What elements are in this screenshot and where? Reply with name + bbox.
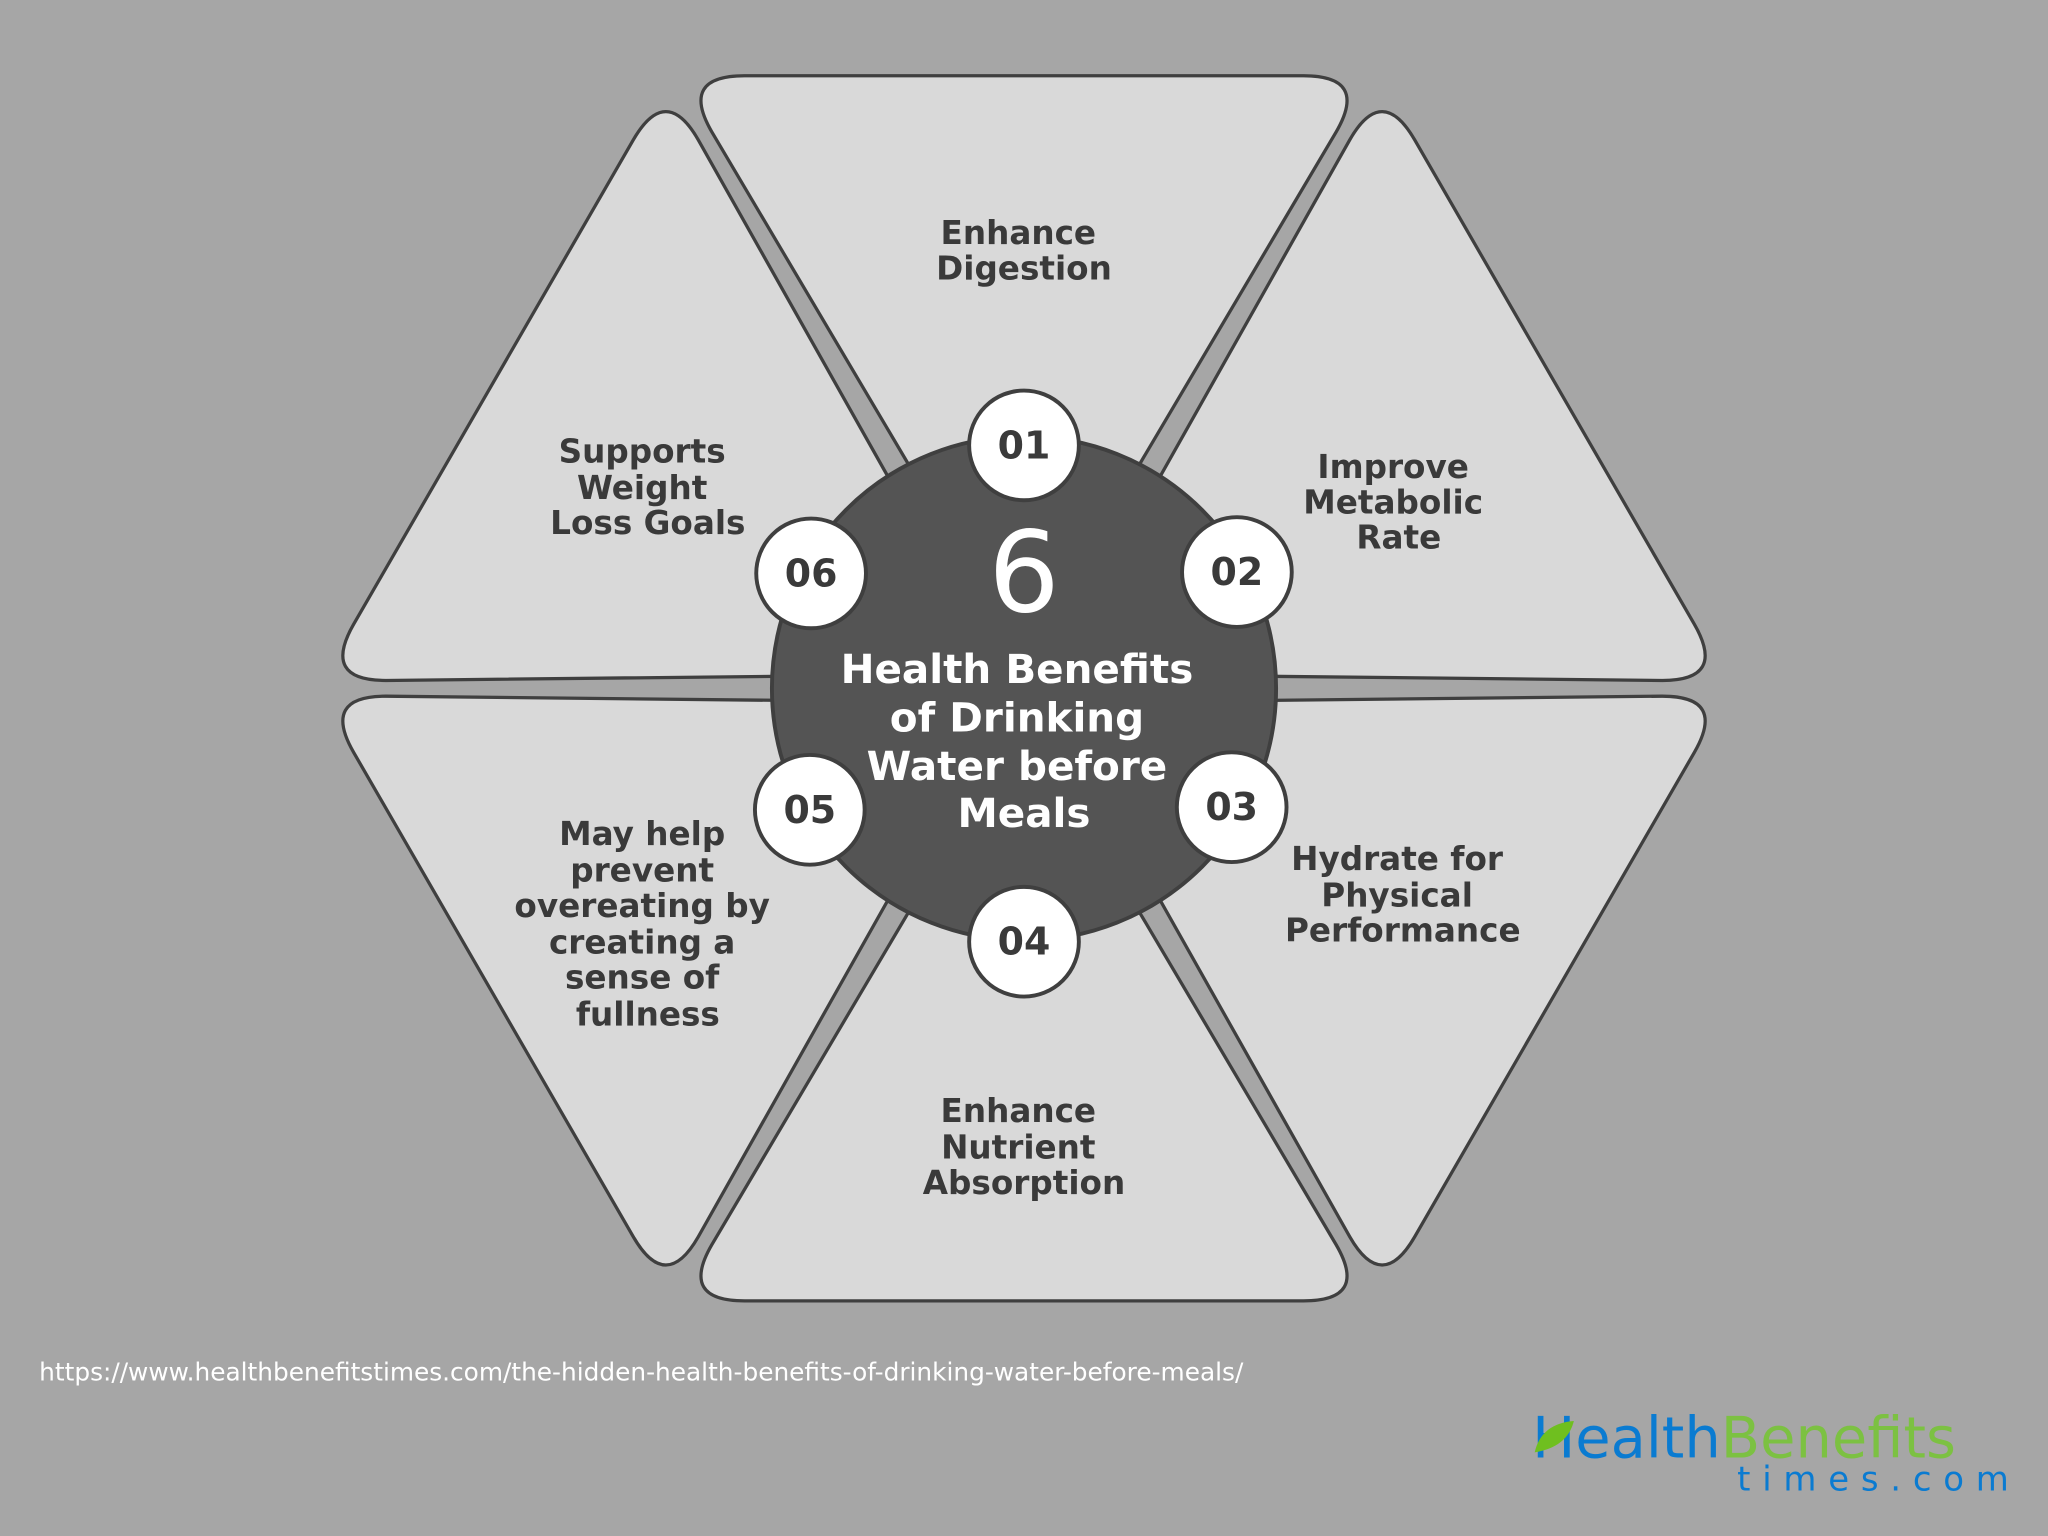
badge-06: 06 [754,516,868,631]
svg-text:03: 03 [1205,785,1258,829]
badge-01: 01 [967,388,1081,503]
svg-text:HealthBenefits: HealthBenefits [1532,1405,1956,1472]
benefit-label-05: May help prevent overeating by creating … [514,815,781,1033]
svg-text:06: 06 [785,551,838,595]
benefit-label-03: Hydrate for Physical Performance [1285,840,1521,950]
leaf-icon [1534,1421,1574,1453]
badge-03: 03 [1174,750,1289,864]
benefit-label-06: Supports Weight Loss Goals [550,432,745,542]
segment-01 [699,74,1349,662]
svg-text:01: 01 [998,423,1051,467]
svg-text:04: 04 [998,920,1051,964]
svg-text:02: 02 [1211,550,1264,594]
svg-text:05: 05 [783,788,836,832]
badge-05: 05 [752,752,867,867]
center-title: Health Benefits of Drinking Water before… [841,645,1208,837]
source-url[interactable]: https://www.healthbenefitstimes.com/the-… [39,1358,1244,1387]
badge-04: 04 [967,884,1081,999]
benefit-count: 6 [988,508,1059,638]
svg-text:times.com: times.com [1737,1459,2020,1499]
benefit-label-04: Enhance Nutrient Absorption [923,1092,1125,1202]
logo: HealthBenefits times.com [1532,1405,2020,1500]
badge-02: 02 [1180,515,1294,629]
benefit-label-02: Improve Metabolic Rate [1303,448,1494,557]
benefit-label-01: Enhance Digestion [936,214,1112,287]
segment-04 [699,715,1349,1303]
